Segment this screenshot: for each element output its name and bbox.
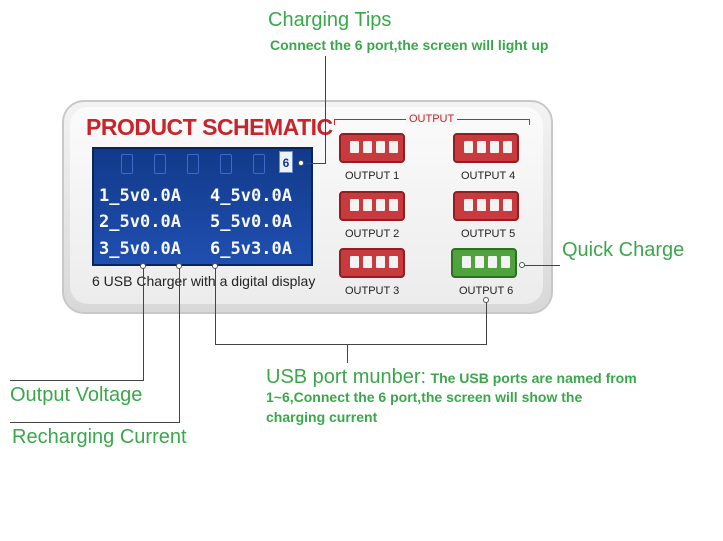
- leader-recharging-current-v: [179, 268, 180, 422]
- leader-quick-charge: [522, 265, 560, 266]
- lcd-current: 0.0A: [250, 212, 292, 232]
- lcd-port-number: 4: [210, 186, 221, 206]
- leader-usb-port-h: [215, 344, 487, 345]
- lcd-port-number: 2: [99, 212, 110, 232]
- leader-charging-tips: [325, 56, 326, 163]
- output-voltage-label: Output Voltage: [10, 384, 143, 406]
- usb-port-1: [339, 133, 405, 163]
- usb-port-6-quick-charge: [451, 248, 517, 278]
- battery-icon: [220, 154, 232, 174]
- lcd-display: [92, 147, 313, 266]
- port-label-4: OUTPUT 4: [461, 170, 516, 182]
- recharging-current-label: Recharging Current: [12, 426, 187, 448]
- lcd-row-1: 1_5v0.0A: [99, 186, 181, 206]
- port-label-5: OUTPUT 5: [461, 228, 516, 240]
- port-label-1: OUTPUT 1: [345, 170, 400, 182]
- leader-usb-port-down: [347, 344, 348, 363]
- lcd-voltage: 5v: [230, 239, 251, 259]
- product-title: PRODUCT SCHEMATIC: [86, 114, 333, 140]
- battery-icon: [154, 154, 166, 174]
- leader-output-voltage-h: [10, 380, 144, 381]
- output-header: OUTPUT: [406, 113, 458, 125]
- battery-icon: [253, 154, 265, 174]
- leader-usb-port-right: [486, 302, 487, 344]
- lcd-current: 3.0A: [250, 239, 292, 259]
- usb-port-number-text-1: The USB ports are named from: [430, 370, 637, 386]
- lcd-row-3: 3_5v0.0A: [99, 239, 181, 259]
- port-label-3: OUTPUT 3: [345, 285, 400, 297]
- port-label-6: OUTPUT 6: [459, 285, 514, 297]
- device-caption: 6 USB Charger with a digital display: [92, 273, 316, 289]
- lcd-port-number: 1: [99, 186, 110, 206]
- usb-port-4: [453, 133, 519, 163]
- leader-usb-port-left: [215, 268, 216, 344]
- charging-tips-text: Connect the 6 port,the screen will light…: [270, 37, 549, 53]
- lcd-row-6: 6_5v3.0A: [210, 239, 292, 259]
- usb-port-2: [339, 191, 405, 221]
- lcd-port-number: 5: [210, 212, 221, 232]
- lcd-row-2: 2_5v0.0A: [99, 212, 181, 232]
- lcd-voltage: 5v: [230, 212, 251, 232]
- battery-icon: [121, 154, 133, 174]
- usb-port-number-title: USB port munber:: [266, 366, 427, 388]
- lcd-row-5: 5_5v0.0A: [210, 212, 292, 232]
- lcd-voltage: 5v: [119, 212, 140, 232]
- leader-output-voltage-v: [143, 268, 144, 380]
- lcd-voltage: 5v: [119, 239, 140, 259]
- port-label-2: OUTPUT 2: [345, 228, 400, 240]
- output-bracket-right: [529, 119, 530, 125]
- lcd-current: 0.0A: [139, 239, 181, 259]
- usb-port-5: [453, 191, 519, 221]
- leader-charging-tips-h: [306, 163, 326, 164]
- usb-port-3: [339, 248, 405, 278]
- usb-port-number-callout: USB port munber: The USB ports are named…: [266, 366, 637, 389]
- lcd-port-number: 3: [99, 239, 110, 259]
- lcd-voltage: 5v: [230, 186, 251, 206]
- lcd-port-number: 6: [210, 239, 221, 259]
- usb-port-number-text-3: charging current: [266, 409, 378, 425]
- lcd-current: 0.0A: [250, 186, 292, 206]
- leader-dot: [298, 160, 304, 166]
- charging-tips-title: Charging Tips: [268, 9, 392, 31]
- output-bracket-left: [334, 119, 335, 125]
- lcd-current: 0.0A: [139, 186, 181, 206]
- lcd-voltage: 5v: [119, 186, 140, 206]
- quick-charge-label: Quick Charge: [562, 239, 685, 261]
- leader-dot: [519, 262, 525, 268]
- lcd-row-4: 4_5v0.0A: [210, 186, 292, 206]
- usb-port-number-text-2: 1~6,Connect the 6 port,the screen will s…: [266, 389, 583, 405]
- leader-recharging-current-h: [10, 422, 180, 423]
- lcd-current: 0.0A: [139, 212, 181, 232]
- battery-icon: [187, 154, 199, 174]
- lcd-port-indicator: 6: [279, 151, 293, 173]
